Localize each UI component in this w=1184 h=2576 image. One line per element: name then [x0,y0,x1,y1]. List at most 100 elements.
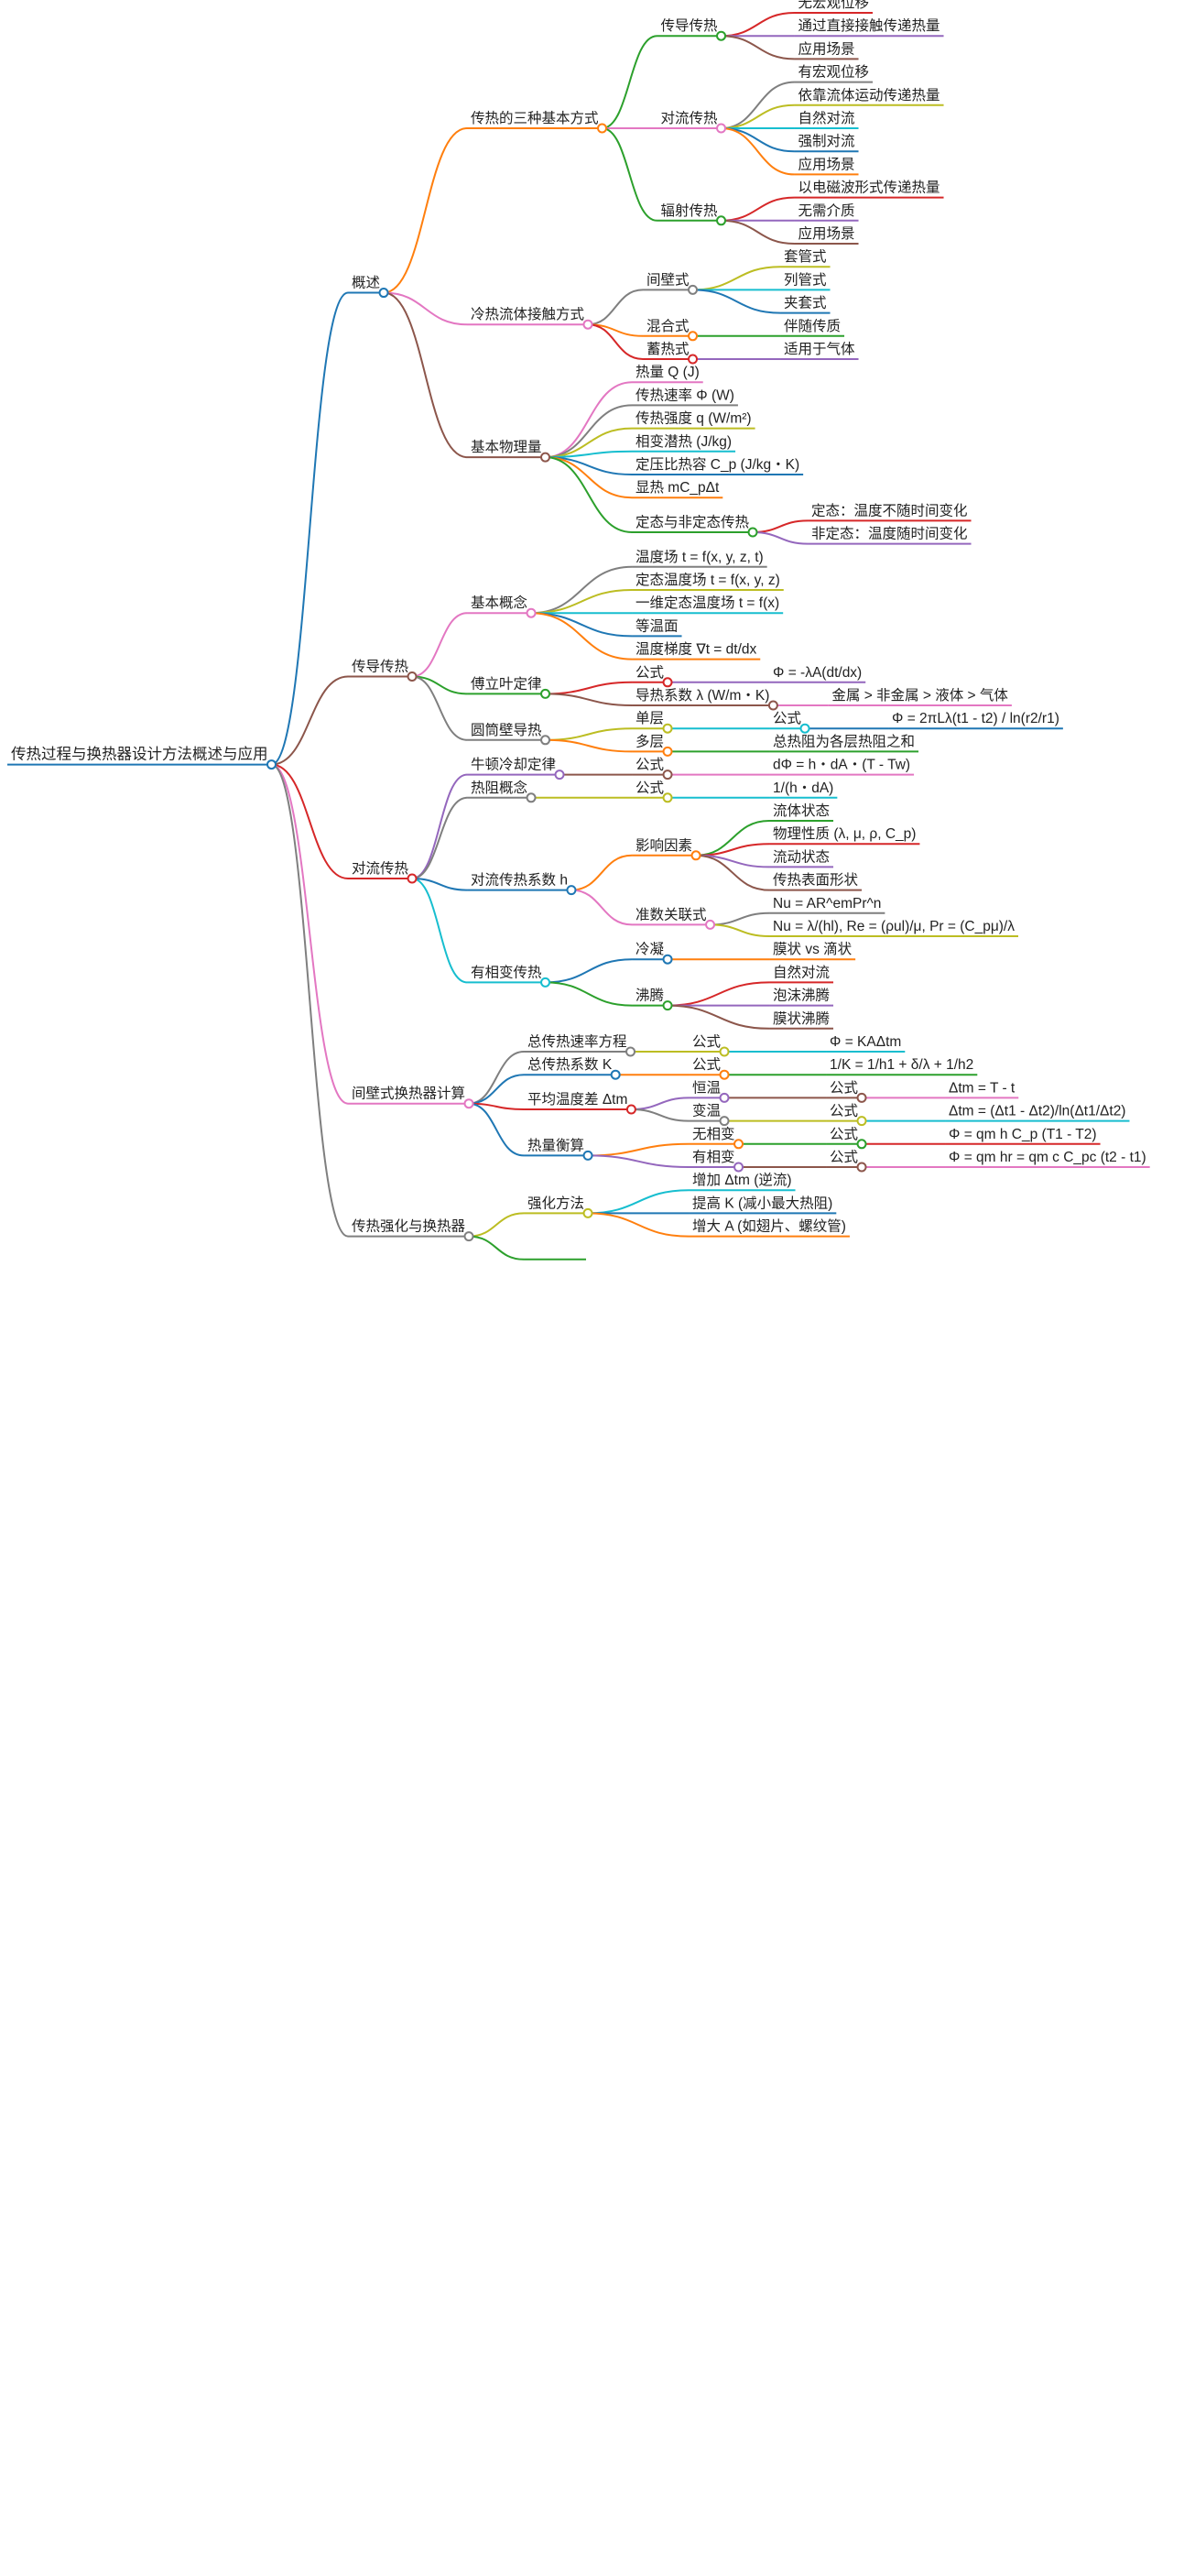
node-node[interactable]: 传导传热 [657,17,727,41]
node-node[interactable]: 金属 > 非金属 > 液体 > 气体 [828,687,1012,706]
node-1-k-1-h1-1-h2[interactable]: 1/K = 1/h1 + δ/λ + 1/h2 [826,1057,978,1076]
node-node[interactable]: 以电磁波形式传递热量 [794,180,944,199]
node-node[interactable]: 冷热流体接触方式 [467,306,593,330]
node-node[interactable]: 辐射传热 [657,202,727,226]
collapse-toggle[interactable] [463,1231,474,1242]
node-node[interactable]: 对流传热 [348,860,418,884]
node-node[interactable]: 牛顿冷却定律 [467,757,565,780]
collapse-toggle[interactable] [463,1098,474,1109]
node-node[interactable]: 传热强化与换热器 [348,1218,474,1242]
node-tm[interactable]: 增加 Δtm (逆流) [689,1172,796,1192]
collapse-toggle[interactable] [705,919,716,930]
collapse-toggle[interactable] [407,671,418,682]
node-node[interactable]: 适用于气体 [780,341,859,360]
node-k[interactable]: 总传热系数 K [524,1056,621,1080]
node-node[interactable]: 自然对流 [794,110,859,129]
node-node[interactable]: 列管式 [780,271,831,291]
node-node[interactable]: 单层 [632,710,673,734]
collapse-toggle[interactable] [554,770,565,780]
node-vs[interactable]: 膜状 vs 滴状 [769,941,856,961]
node-node[interactable]: 热阻概念 [467,779,537,803]
node-c-p[interactable]: 物理性质 (λ, μ, ρ, C_p) [769,825,920,846]
node-a-dt-dx[interactable]: Φ = -λA(dt/dx) [769,665,866,683]
node-c-p-j-kg-k[interactable]: 定压比热容 C_p (J/kg・K) [632,456,804,475]
node-node[interactable]: 傅立叶定律 [467,675,551,699]
node-node[interactable]: 蓄热式 [643,341,699,365]
node-node[interactable]: 总传热速率方程 [524,1033,636,1057]
collapse-toggle[interactable] [610,1069,621,1080]
node-node[interactable]: 间壁式 [643,271,699,295]
node-node[interactable]: 夹套式 [780,295,831,314]
node-node[interactable]: 沸腾 [632,988,673,1011]
collapse-toggle[interactable] [526,607,537,618]
collapse-toggle[interactable] [625,1046,636,1057]
node-nu-hl-re-ul-pr-c-p[interactable]: Nu = λ/(hl), Re = (ρul)/μ, Pr = (C_pμ)/λ [769,919,1018,937]
node-mc-p-t[interactable]: 显热 mC_pΔt [632,479,723,499]
node-node[interactable]: 冷凝 [632,941,673,965]
collapse-toggle[interactable] [719,1046,730,1057]
collapse-toggle[interactable] [856,1139,867,1150]
collapse-toggle[interactable] [540,452,551,463]
node-node[interactable]: 强化方法 [524,1195,593,1218]
collapse-toggle[interactable] [662,792,673,803]
node-tm-t1-t2-ln-t1-t2[interactable]: Δtm = (Δt1 - Δt2)/ln(Δt1/Δt2) [945,1104,1130,1122]
collapse-toggle[interactable] [733,1162,744,1173]
node-node[interactable]: 公式 [826,1079,867,1103]
node-node[interactable]: 多层 [632,733,673,757]
collapse-toggle[interactable] [582,1207,593,1218]
node-node[interactable]: 非定态：温度随时间变化 [808,526,972,545]
node-node[interactable]: 基本物理量 [467,439,551,463]
node-node[interactable]: 泡沫沸腾 [769,988,834,1007]
node-node[interactable]: 等温面 [632,617,682,638]
node-h[interactable]: 对流传热系数 h [467,872,577,896]
node-tm[interactable]: 平均温度差 Δtm [524,1091,636,1115]
collapse-toggle[interactable] [719,1092,730,1103]
collapse-toggle[interactable] [716,30,727,41]
node-node[interactable]: 准数关联式 [632,906,716,930]
root-node[interactable]: 传热过程与换热器设计方法概述与应用 [7,746,277,770]
node-node[interactable]: 混合式 [643,318,699,342]
collapse-toggle[interactable] [540,977,551,988]
node-node[interactable]: 公式 [689,1056,730,1080]
node-node[interactable]: 公式 [826,1149,867,1173]
node-node[interactable]: 基本概念 [467,594,537,618]
collapse-toggle[interactable] [662,770,673,780]
node-qm-hr-qm-c-c-pc-t2-t1[interactable]: Φ = qm hr = qm c C_pc (t2 - t1) [945,1150,1150,1168]
node-node[interactable]: 膜状沸腾 [769,1010,834,1030]
node-node[interactable]: 传热表面形状 [769,872,863,891]
collapse-toggle[interactable] [540,735,551,746]
node-node[interactable]: 恒温 [689,1079,730,1103]
node-node[interactable]: 热量衡算 [524,1136,593,1161]
node-node[interactable]: 有相变传热 [467,964,551,988]
node-node[interactable]: 公式 [826,1126,867,1150]
collapse-toggle[interactable] [662,723,673,734]
node-tm-t-t[interactable]: Δtm = T - t [945,1080,1019,1099]
node-node[interactable]: 有相变 [689,1149,744,1173]
node-node[interactable]: 公式 [689,1033,730,1057]
node-nu-ar-empr-n[interactable]: Nu = AR^emPr^n [769,896,885,914]
node-node[interactable]: 流动状态 [769,848,834,868]
node-node[interactable]: 影响因素 [632,837,701,861]
node-node[interactable]: 变温 [689,1103,730,1127]
collapse-toggle[interactable] [597,123,608,134]
collapse-toggle[interactable] [856,1162,867,1173]
node-q-j[interactable]: 热量 Q (J) [632,364,703,384]
collapse-toggle[interactable] [688,354,699,365]
collapse-toggle[interactable] [625,1104,636,1115]
node-2-l-t1-t2-ln-r2-r1[interactable]: Φ = 2πLλ(t1 - t2) / ln(r2/r1) [888,711,1063,730]
node-node[interactable]: 伴随传质 [780,318,845,337]
collapse-toggle[interactable] [662,677,673,688]
collapse-toggle[interactable] [856,1092,867,1103]
collapse-toggle[interactable] [716,215,727,226]
collapse-toggle[interactable] [662,1000,673,1011]
node-node[interactable]: 概述 [348,275,389,299]
node-t-f-x-y-z-t[interactable]: 温度场 t = f(x, y, z, t) [632,549,767,568]
node-node[interactable]: 公式 [632,757,673,780]
node-a[interactable]: 增大 A (如翅片、螺纹管) [689,1218,850,1238]
node-ka-tm[interactable]: Φ = KAΔtm [826,1034,906,1053]
collapse-toggle[interactable] [540,688,551,699]
node-node[interactable]: 流体状态 [769,802,834,822]
node-node[interactable]: 依靠流体运动传递热量 [794,87,944,106]
node-d-h-da-t-tw[interactable]: dΦ = h・dA・(T - Tw) [769,758,915,776]
node-node[interactable]: 圆筒壁导热 [467,722,551,746]
